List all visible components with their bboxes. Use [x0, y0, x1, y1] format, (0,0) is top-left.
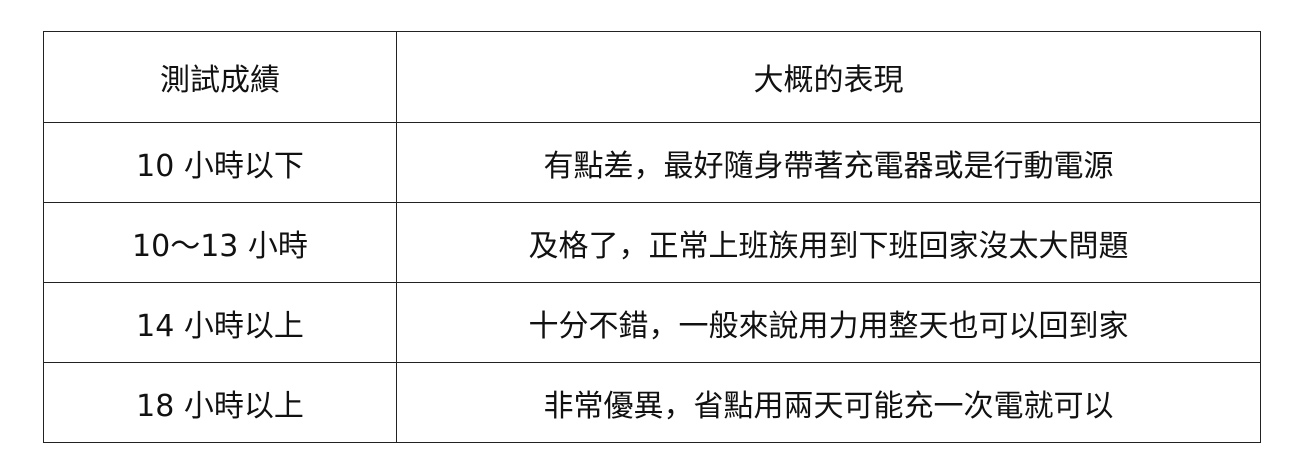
battery-score-table: 測試成績 大概的表現 10 小時以下 有點差，最好隨身帶著充電器或是行動電源 1…: [43, 31, 1261, 443]
header-performance: 大概的表現: [396, 31, 1261, 123]
header-test-score: 測試成績: [43, 31, 397, 123]
performance-cell: 十分不錯，一般來說用力用整天也可以回到家: [396, 282, 1261, 363]
table-header-row: 測試成績 大概的表現: [43, 31, 1261, 123]
table-row: 10～13 小時 及格了，正常上班族用到下班回家沒太大問題: [43, 202, 1261, 283]
table-row: 14 小時以上 十分不錯，一般來說用力用整天也可以回到家: [43, 282, 1261, 363]
score-cell: 10～13 小時: [43, 202, 397, 283]
table-row: 18 小時以上 非常優異，省點用兩天可能充一次電就可以: [43, 362, 1261, 443]
score-cell: 14 小時以上: [43, 282, 397, 363]
performance-cell: 有點差，最好隨身帶著充電器或是行動電源: [396, 122, 1261, 203]
score-cell: 18 小時以上: [43, 362, 397, 443]
table-row: 10 小時以下 有點差，最好隨身帶著充電器或是行動電源: [43, 122, 1261, 203]
performance-cell: 及格了，正常上班族用到下班回家沒太大問題: [396, 202, 1261, 283]
score-cell: 10 小時以下: [43, 122, 397, 203]
performance-cell: 非常優異，省點用兩天可能充一次電就可以: [396, 362, 1261, 443]
